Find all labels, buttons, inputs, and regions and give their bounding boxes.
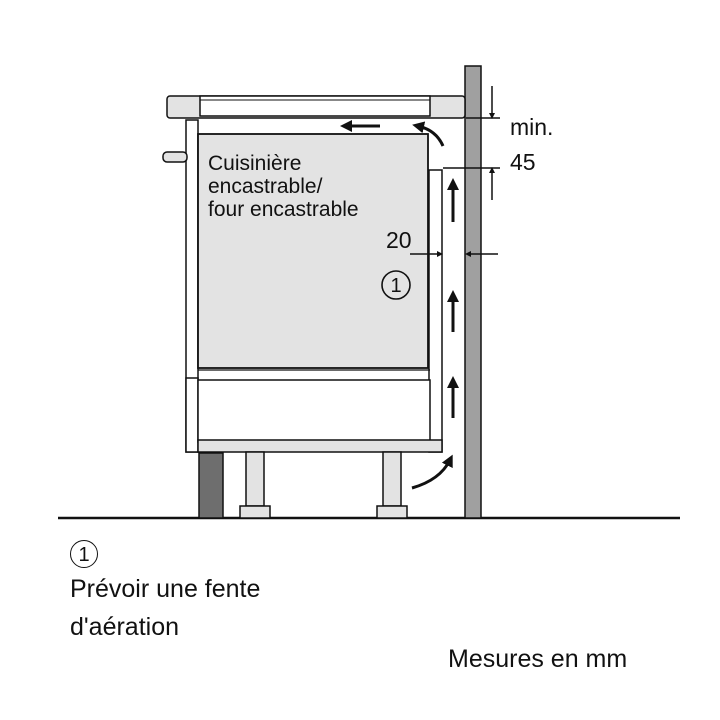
legend-number: 1 (70, 540, 98, 568)
appliance-label-line-2: encastrable/ (208, 175, 323, 198)
legend-text-line-2: d'aération (70, 613, 180, 641)
bottom-shelf (197, 439, 443, 453)
hob (199, 95, 431, 117)
drawer-box (197, 379, 431, 443)
units-note: Mesures en mm (448, 645, 628, 673)
appliance-label-line-1: Cuisinière (208, 152, 301, 175)
airflow-arrow-top (412, 121, 445, 147)
gap-dimension-label: 20 (386, 227, 412, 253)
left-plinth (198, 452, 224, 519)
appliance-label-line-3: four encastrable (208, 198, 359, 221)
airflow-arrow-bottom (411, 454, 453, 490)
rear-foot (382, 451, 402, 507)
rear-foot-base (376, 505, 408, 519)
front-foot-base (239, 505, 271, 519)
dim-45-label: 45 (510, 149, 536, 175)
legend: 1 Prévoir une fente d'aération (70, 540, 260, 644)
front-foot (245, 451, 265, 507)
callout-circle (381, 270, 411, 300)
wall (464, 65, 482, 519)
oven-body (197, 133, 429, 369)
cabinet-right-panel (428, 169, 443, 453)
dim-min-label: min. (510, 114, 553, 140)
drawer-front (185, 377, 199, 453)
legend-text-line-1: Prévoir une fente (70, 575, 261, 603)
oven-knob (162, 151, 188, 163)
callout-number: 1 (390, 275, 401, 297)
